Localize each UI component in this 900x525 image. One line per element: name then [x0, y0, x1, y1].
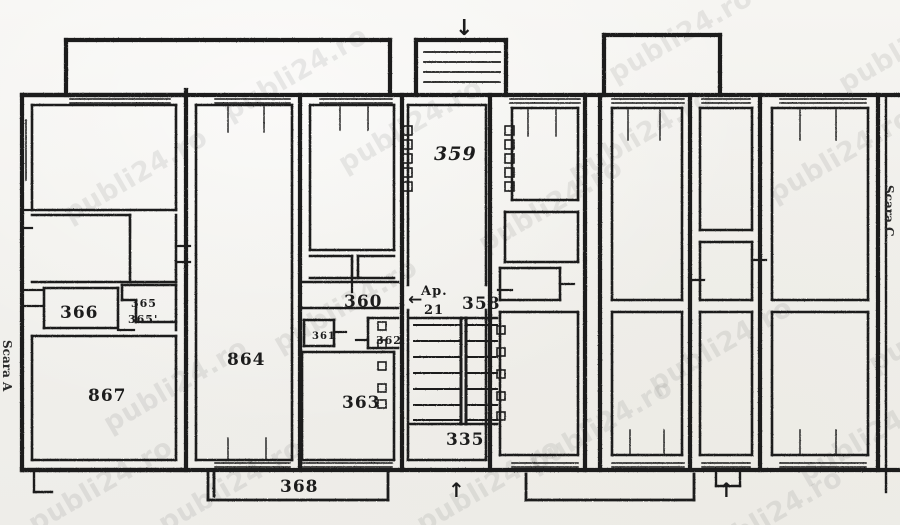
- room-number-label: 864: [227, 350, 266, 370]
- fixture-column-left: [402, 125, 413, 192]
- room-number-label: 335: [446, 430, 485, 450]
- arrow-left-icon: ←: [408, 290, 424, 310]
- central-stair-right: [467, 324, 498, 421]
- apartment-marker-label: Ap.: [421, 284, 448, 299]
- room-number-label: 360: [344, 292, 383, 312]
- room-number-label: 365': [128, 313, 159, 326]
- room-number-label: 366: [60, 303, 99, 323]
- stair-c-label: Scara C: [882, 185, 896, 237]
- room-number-label: 359: [434, 143, 477, 165]
- room-number-label: 363: [342, 393, 381, 413]
- room-number-label: 362: [376, 334, 402, 347]
- arrow-up-icon-center: ↑: [448, 478, 466, 502]
- central-stair-left: [413, 324, 461, 421]
- apartment-number-label: 21: [424, 303, 445, 318]
- arrow-down-icon: ↓: [455, 16, 475, 41]
- fixture-column-stairR: [496, 325, 506, 421]
- top-entry-stair: [423, 51, 501, 83]
- arrow-up-icon-right: ↑: [718, 478, 736, 502]
- balcony-bottom-right: [524, 472, 696, 502]
- balcony-bottom-368: [206, 470, 390, 502]
- room-number-label: 368: [280, 477, 319, 497]
- room-number-label: 361: [312, 331, 336, 342]
- stair-a-label: Scara A: [0, 340, 14, 392]
- fixture-column-right: [504, 125, 515, 192]
- room-number-label: 867: [88, 386, 127, 406]
- fixture-column-stairL: [377, 321, 387, 409]
- room-number-label: 358: [462, 294, 501, 314]
- room-number-label: 365: [131, 297, 157, 310]
